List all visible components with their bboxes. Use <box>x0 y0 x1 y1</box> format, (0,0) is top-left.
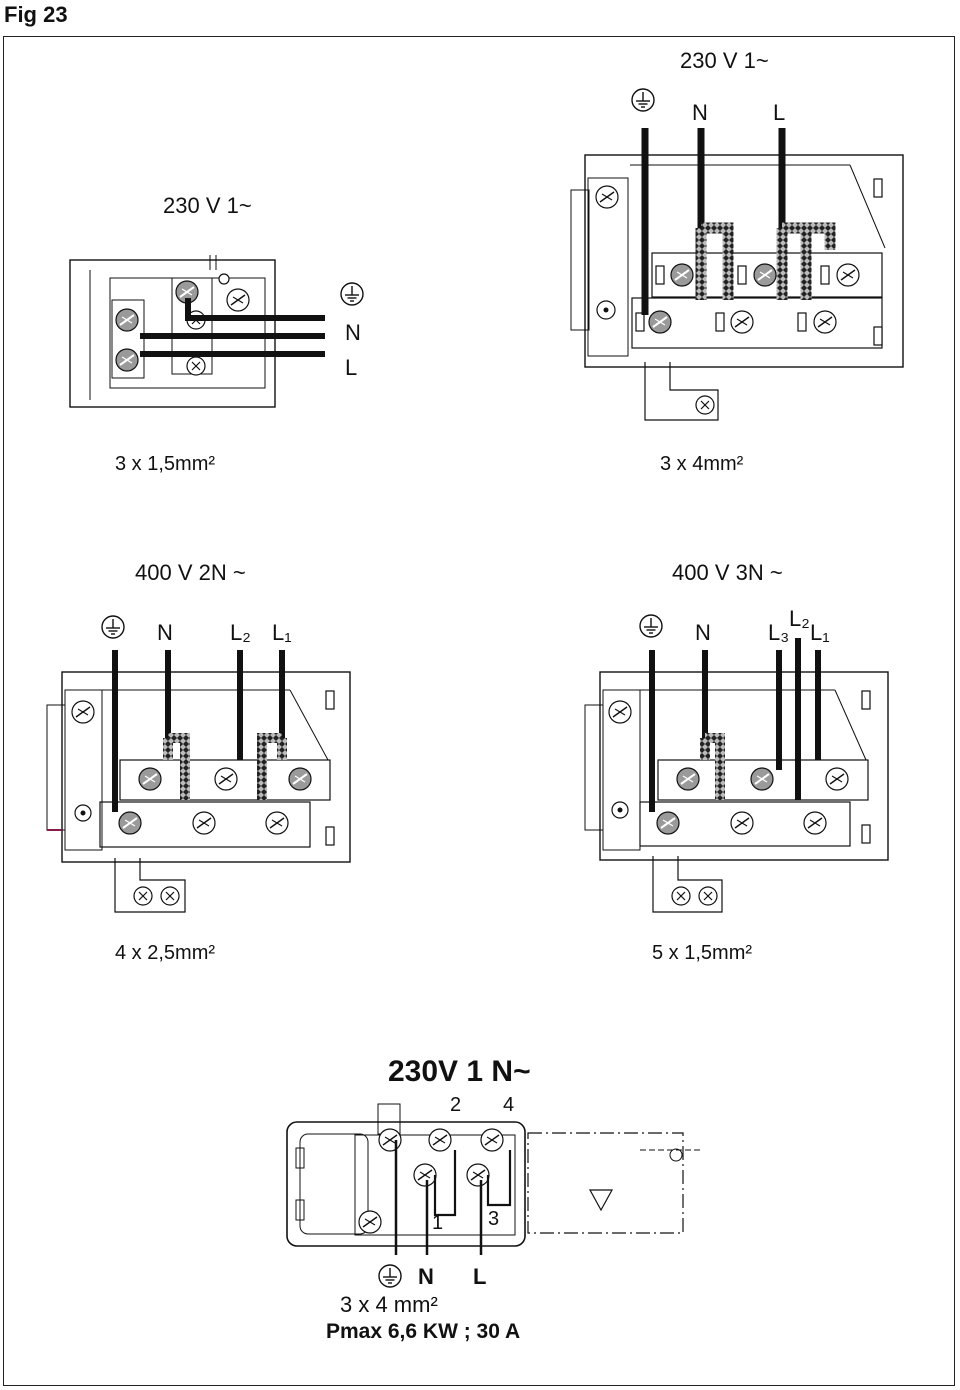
screw-icon <box>730 310 754 334</box>
screw-icon <box>648 310 672 334</box>
panel-5-terminal-1: 1 <box>432 1212 444 1234</box>
screw-icon <box>265 811 289 835</box>
panel-1-label-n: N <box>345 320 361 345</box>
ground-icon <box>631 88 655 112</box>
ground-icon <box>639 614 663 638</box>
screw-icon <box>192 811 216 835</box>
panel-5-terminal-3: 3 <box>488 1208 500 1230</box>
panel-5-label-l: L <box>473 1264 487 1289</box>
panel-5-terminal-block <box>286 1103 700 1288</box>
panel-1-voltage: 230 V 1~ <box>163 193 252 218</box>
panel-4-voltage: 400 V 3N ~ <box>672 560 783 585</box>
screw-icon <box>466 1163 490 1187</box>
screw-icon <box>413 1163 437 1187</box>
panel-4-label-l1: L₁ <box>810 620 830 645</box>
screw-icon <box>730 811 754 835</box>
panel-3-label-n: N <box>157 620 173 645</box>
panel-3-cable-size: 4 x 2,5mm² <box>115 942 216 964</box>
panel-2-cable-size: 3 x 4mm² <box>660 453 744 475</box>
screw-icon <box>378 1128 402 1152</box>
screw-icon <box>670 263 694 287</box>
screw-icon <box>480 1128 504 1152</box>
ground-icon <box>378 1264 402 1288</box>
screw-icon <box>186 356 206 376</box>
screw-icon <box>428 1128 452 1152</box>
panel-5-terminal-4: 4 <box>503 1094 515 1116</box>
screw-icon <box>115 308 139 332</box>
panel-2-label-l: L <box>773 100 786 125</box>
panel-4-terminal-block <box>584 614 889 913</box>
screw-icon <box>753 263 777 287</box>
screw-icon <box>676 767 700 791</box>
figure-frame <box>3 36 955 1386</box>
screw-icon <box>595 185 619 209</box>
screw-icon <box>118 811 142 835</box>
panel-4-cable-size: 5 x 1,5mm² <box>652 942 753 964</box>
panel-5-rating: Pmax 6,6 KW ; 30 A <box>326 1320 521 1343</box>
panel-5-label-n: N <box>418 1264 434 1289</box>
panel-3-label-l2: L₂ <box>230 620 251 645</box>
panel-3-voltage: 400 V 2N ~ <box>135 560 246 585</box>
figure-title: Fig 23 <box>4 2 68 27</box>
panel-4-label-n: N <box>695 620 711 645</box>
panel-4-label-l2: L₂ <box>789 606 810 631</box>
screw-icon <box>656 811 680 835</box>
panel-2-terminal-block <box>570 88 904 421</box>
screw-icon <box>836 263 860 287</box>
screw-icon <box>138 767 162 791</box>
panel-1-terminal-block <box>69 255 364 408</box>
panel-1-cable-size: 3 x 1,5mm² <box>115 453 216 475</box>
screw-icon <box>803 811 827 835</box>
panel-3-terminal-block <box>46 615 351 913</box>
screw-icon <box>133 886 153 906</box>
panel-2-label-n: N <box>692 100 708 125</box>
screw-icon <box>115 348 139 372</box>
screw-icon <box>698 886 718 906</box>
panel-3-label-l1: L₁ <box>272 620 292 645</box>
panel-5-voltage: 230V 1 N~ <box>388 1055 531 1088</box>
screw-icon <box>71 700 95 724</box>
ground-icon <box>101 615 125 639</box>
panel-2-voltage: 230 V 1~ <box>680 48 769 73</box>
screw-icon <box>813 310 837 334</box>
screw-icon <box>695 395 715 415</box>
screw-icon <box>226 288 250 312</box>
panel-5-cable-size: 3 x 4 mm² <box>340 1292 438 1317</box>
screw-icon <box>358 1210 382 1234</box>
panel-4-label-l3: L₃ <box>768 620 790 645</box>
screw-icon <box>825 767 849 791</box>
panel-1-label-l: L <box>345 355 358 380</box>
screw-icon <box>288 767 312 791</box>
screw-icon <box>671 886 691 906</box>
screw-icon <box>214 767 238 791</box>
screw-icon <box>750 767 774 791</box>
screw-icon <box>608 700 632 724</box>
panel-5-terminal-2: 2 <box>450 1094 462 1116</box>
ground-icon <box>340 282 364 306</box>
screw-icon <box>160 886 180 906</box>
